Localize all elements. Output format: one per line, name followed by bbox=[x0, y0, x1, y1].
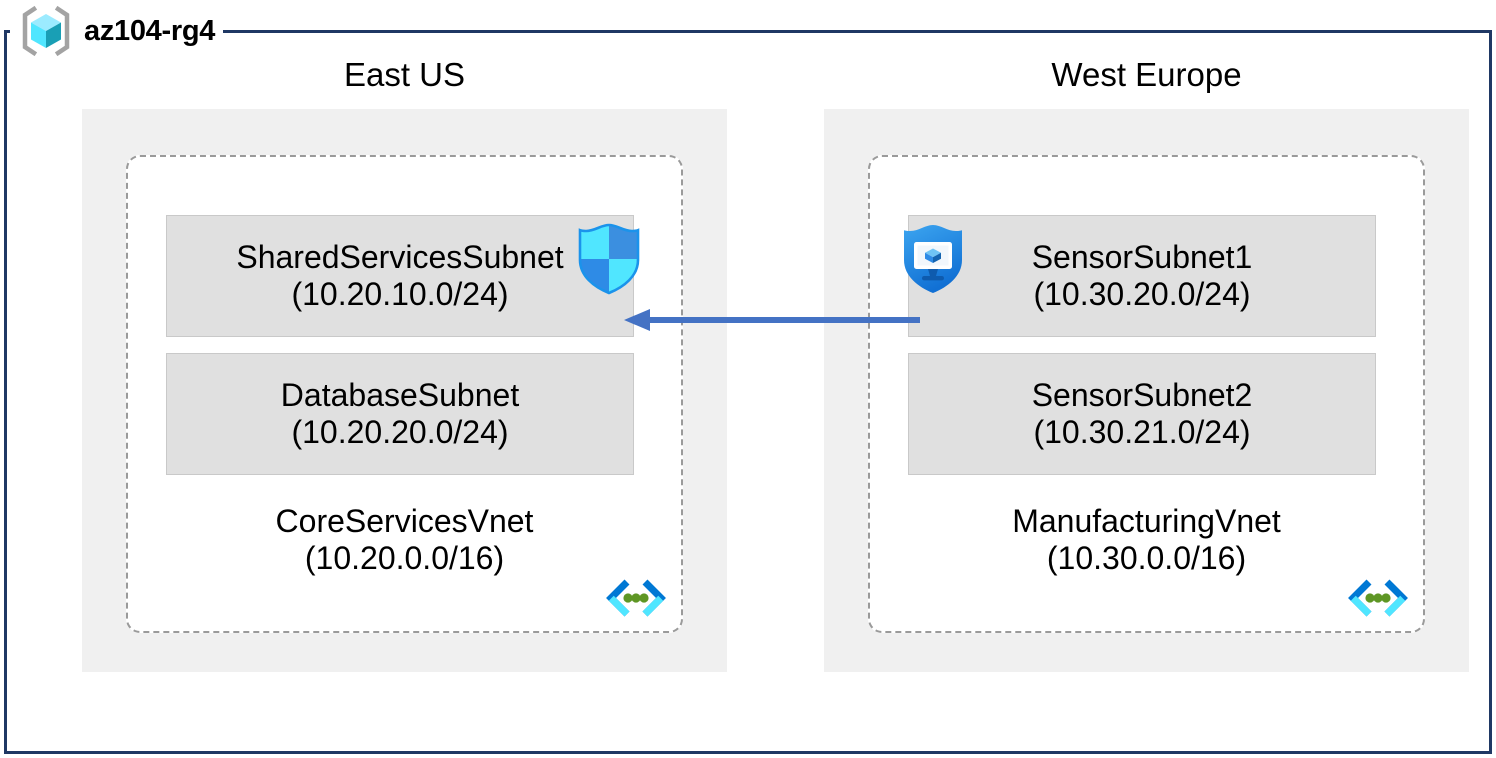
subnet-name: SensorSubnet1 bbox=[1031, 238, 1253, 275]
vnet-cidr: (10.30.0.0/16) bbox=[1046, 540, 1247, 577]
vnet-name: ManufacturingVnet bbox=[1012, 503, 1281, 539]
subnet-cidr: (10.30.21.0/24) bbox=[1033, 414, 1251, 450]
vnet-peering-arrow bbox=[620, 306, 920, 339]
region-west-europe: West Europe SensorSubnet1 (10.30.20.0/24… bbox=[824, 58, 1469, 672]
resource-group-title: az104-rg4 bbox=[10, 5, 224, 57]
region-container: SensorSubnet1 (10.30.20.0/24) SensorSubn… bbox=[824, 109, 1469, 672]
subnet-brackets-icon bbox=[1347, 578, 1409, 623]
vnet-caption: ManufacturingVnet (10.30.0.0/16) bbox=[870, 503, 1423, 577]
subnet-sharedservicessubnet: SharedServicesSubnet (10.20.10.0/24) bbox=[166, 215, 634, 337]
network-security-group-shield-icon bbox=[576, 222, 642, 301]
region-container: SharedServicesSubnet (10.20.10.0/24) Dat… bbox=[82, 109, 727, 672]
vnet-caption: CoreServicesVnet (10.20.0.0/16) bbox=[128, 503, 681, 577]
subnet-sensorsubnet1: SensorSubnet1 (10.30.20.0/24) bbox=[908, 215, 1376, 337]
subnet-brackets-icon bbox=[605, 578, 667, 623]
subnet-cidr: (10.20.10.0/24) bbox=[291, 276, 509, 312]
subnet-name: SensorSubnet2 bbox=[1031, 376, 1253, 413]
subnet-cidr: (10.20.20.0/24) bbox=[291, 414, 509, 450]
vnet-name: CoreServicesVnet bbox=[275, 503, 534, 539]
vnet-cidr: (10.20.0.0/16) bbox=[304, 540, 505, 577]
vnet-coreservicesvnet: SharedServicesSubnet (10.20.10.0/24) Dat… bbox=[126, 155, 683, 633]
subnet-sensorsubnet2: SensorSubnet2 (10.30.21.0/24) bbox=[908, 353, 1376, 475]
subnet-databasesubnet: DatabaseSubnet (10.20.20.0/24) bbox=[166, 353, 634, 475]
region-label: East US bbox=[343, 56, 466, 93]
subnet-name: DatabaseSubnet bbox=[280, 376, 520, 413]
bastion-shield-monitor-icon bbox=[900, 222, 966, 301]
region-label: West Europe bbox=[1051, 56, 1242, 93]
region-east-us: East US SharedServicesSubnet (10.20.10.0… bbox=[82, 58, 727, 672]
resource-group-name: az104-rg4 bbox=[84, 14, 216, 47]
resource-group-cube-icon bbox=[18, 5, 74, 57]
subnet-name: SharedServicesSubnet bbox=[236, 238, 564, 275]
subnet-cidr: (10.30.20.0/24) bbox=[1033, 276, 1251, 312]
resource-group-frame bbox=[4, 30, 1492, 754]
